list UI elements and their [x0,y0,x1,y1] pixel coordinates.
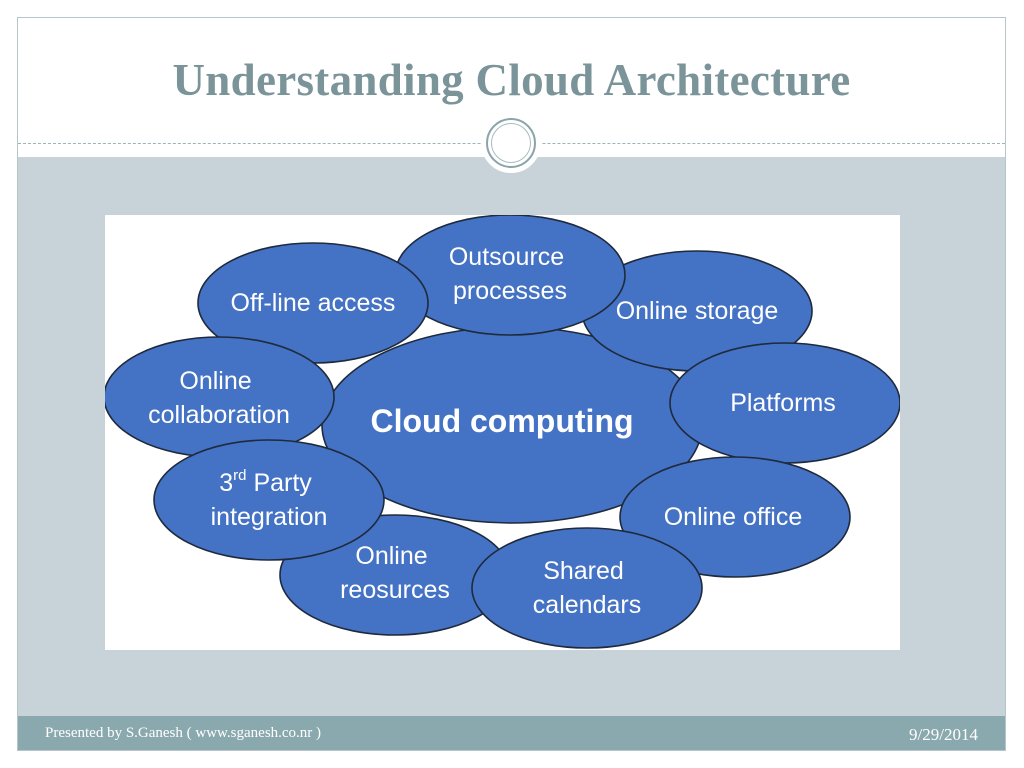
cloud-architecture-diagram: Cloud computing Outsource processes Off-… [105,215,900,650]
bubble-platforms-label: Platforms [730,389,836,417]
footer-presenter: Presented by S.Ganesh ( www.sganesh.co.n… [45,725,322,741]
content-area: Cloud computing Outsource processes Off-… [18,157,1005,717]
bubble-collaboration [105,336,335,458]
bubble-storage-label: Online storage [616,297,779,325]
bubble-office-label: Online office [664,503,803,531]
bubble-offline-label: Off-line access [231,289,396,317]
slide: Understanding Cloud Architecture [17,17,1006,751]
footer-bar: Presented by S.Ganesh ( www.sganesh.co.n… [18,716,1005,750]
bubble-third-party-label: 3rd Party integration [211,467,328,531]
slide-title: Understanding Cloud Architecture [172,55,851,105]
bubble-office [619,456,851,578]
divider-ornament-core [491,123,531,163]
bubble-calendars [471,527,703,649]
diagram-svg: Cloud computing Outsource processes Off-… [105,215,900,649]
bubble-collaboration-label: Online collaboration [148,367,290,429]
bubble-third-party [153,439,385,561]
third-party-line: 3rd Party [219,467,312,497]
bubble-resources-label: Online reosurces [340,542,450,604]
center-label: Cloud computing [370,403,633,439]
bubble-outsource [394,215,626,336]
bubble-outsource-label: Outsource processes [449,243,571,305]
footer-date: 9/29/2014 [909,725,978,744]
bubble-calendars-label: Shared calendars [533,557,641,619]
